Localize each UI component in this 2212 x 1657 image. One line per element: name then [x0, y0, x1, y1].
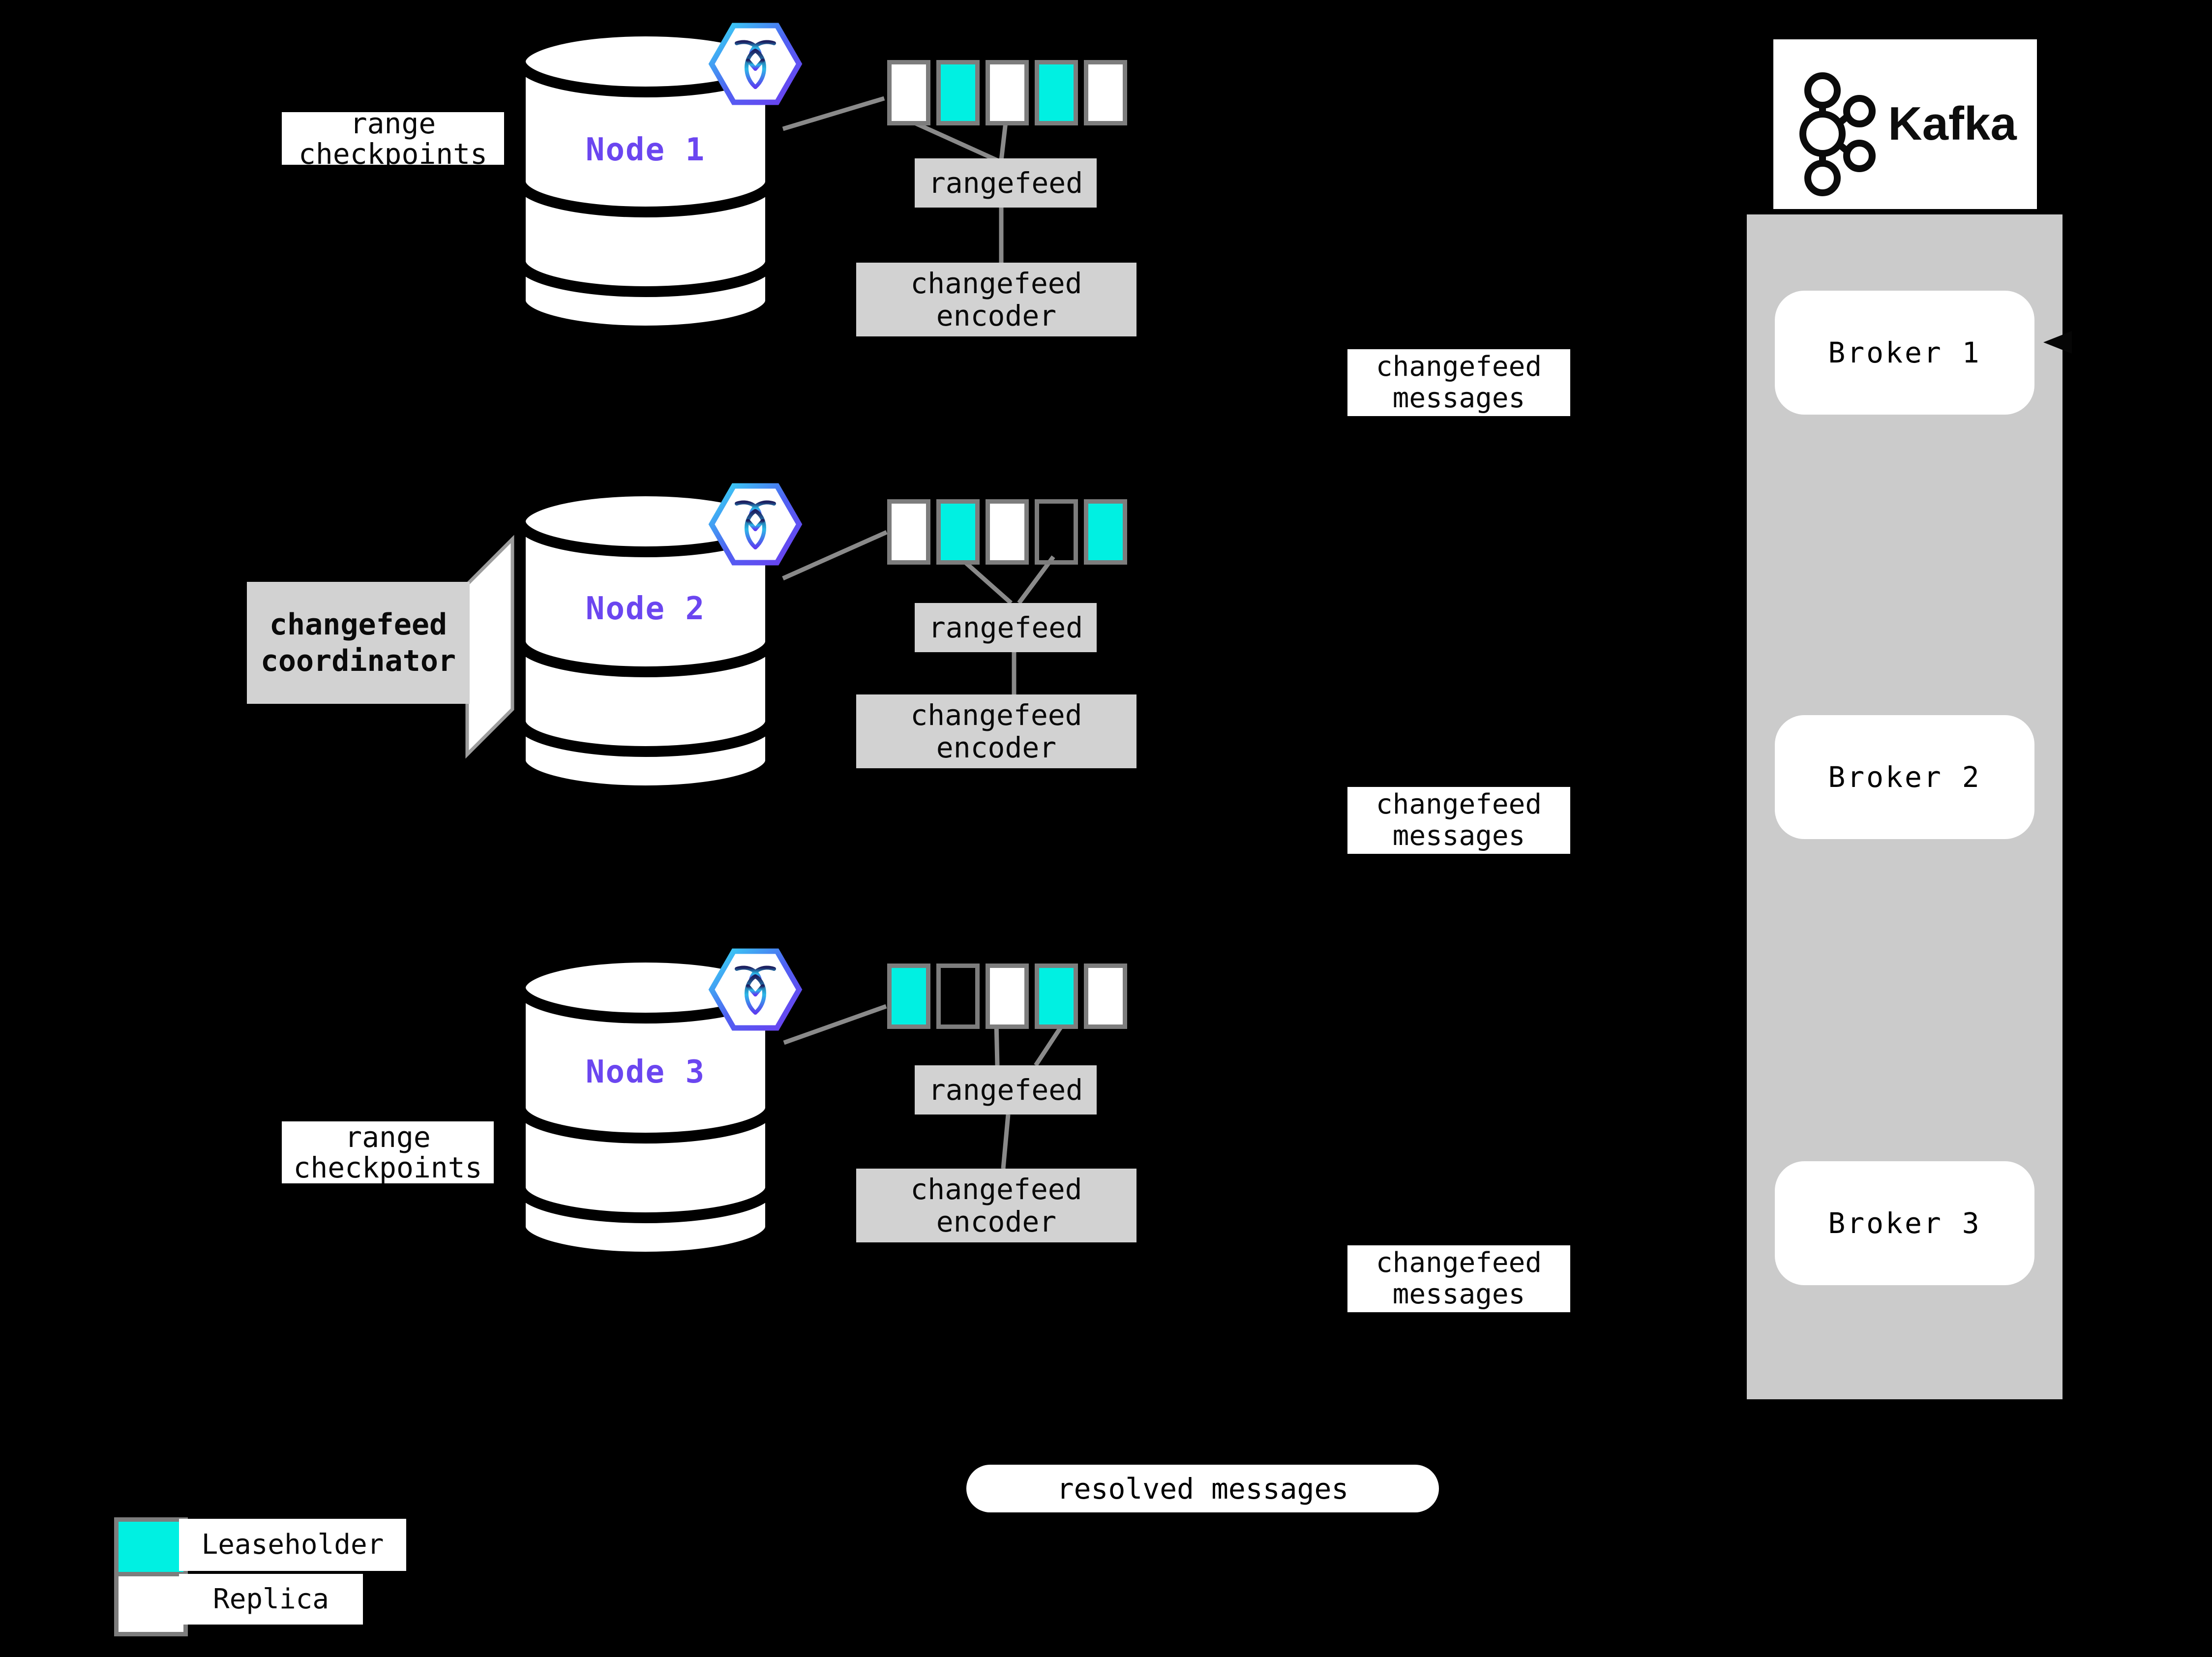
node2-cylinder-to-ranges-line	[782, 530, 888, 581]
broker-2-box: Broker 2	[1775, 715, 2034, 839]
range-square	[986, 964, 1029, 1029]
legend-replica-swatch	[114, 1572, 188, 1636]
incoming-arrowhead-icon	[2043, 331, 2072, 354]
legend-leaseholder-label: Leaseholder	[179, 1519, 406, 1571]
node2-changefeed-messages-label: changefeed messages	[1347, 787, 1570, 854]
legend-replica-label: Replica	[179, 1574, 363, 1625]
broker-1-box: Broker 1	[1775, 291, 2034, 415]
node2-ranges-row	[887, 499, 1127, 565]
node2-rangefeed-box: rangefeed	[915, 603, 1097, 652]
cockroachdb-icon	[712, 951, 799, 1028]
range-square	[887, 964, 930, 1029]
node3-rangefeed-box: rangefeed	[915, 1065, 1097, 1115]
range-square	[1084, 964, 1127, 1029]
coordinator-arrow-flag	[465, 535, 514, 759]
node1-changefeed-messages-label: changefeed messages	[1347, 349, 1570, 416]
range-square	[986, 60, 1029, 125]
node3-cylinder-to-ranges-line	[783, 1004, 887, 1045]
range-square	[936, 60, 980, 125]
node1-cylinder-to-ranges-line	[782, 96, 885, 131]
range-square	[1084, 60, 1127, 125]
range-square	[936, 499, 980, 565]
node1-label: Node 1	[585, 132, 706, 168]
node1-ranges-row	[887, 60, 1127, 125]
range-square	[986, 499, 1029, 565]
kafka-title: Kafka	[1888, 97, 2017, 150]
range-square	[887, 60, 930, 125]
node2-changefeed-encoder-box: changefeed encoder	[856, 694, 1136, 768]
broker-3-box: Broker 3	[1775, 1161, 2034, 1285]
changefeed-coordinator-label: changefeed coordinator	[247, 582, 470, 704]
node3-range-checkpoints-label: range checkpoints	[282, 1121, 494, 1183]
resolved-messages-label: resolved messages	[966, 1465, 1439, 1512]
node3-label: Node 3	[585, 1054, 706, 1090]
kafka-logo-icon	[1799, 72, 1876, 196]
node1-changefeed-encoder-box: changefeed encoder	[856, 263, 1136, 336]
cockroachdb-icon	[712, 486, 799, 563]
kafka-logo-card: Kafka	[1773, 39, 2037, 209]
node3-range3-to-rangefeed-line	[994, 1022, 1000, 1066]
kafka-broker-column: Broker 1 Broker 2 Broker 3	[1747, 214, 2063, 1399]
node3-changefeed-messages-label: changefeed messages	[1347, 1245, 1570, 1312]
legend: Leaseholder Replica	[114, 1517, 409, 1636]
cockroachdb-icon	[712, 26, 799, 102]
range-square	[1035, 60, 1078, 125]
node3-changefeed-encoder-box: changefeed encoder	[856, 1169, 1136, 1242]
node1-rangefeed-box: rangefeed	[915, 158, 1097, 208]
range-square	[936, 964, 980, 1029]
node3-rangefeed-to-encoder-line	[1001, 1114, 1011, 1169]
range-square	[1035, 964, 1078, 1029]
range-square	[1084, 499, 1127, 565]
node3-ranges-row	[887, 964, 1127, 1029]
range-square	[887, 499, 930, 565]
range-square	[1035, 499, 1078, 565]
node1-range-checkpoints-label: range checkpoints	[282, 112, 504, 165]
node2-label: Node 2	[585, 591, 706, 627]
